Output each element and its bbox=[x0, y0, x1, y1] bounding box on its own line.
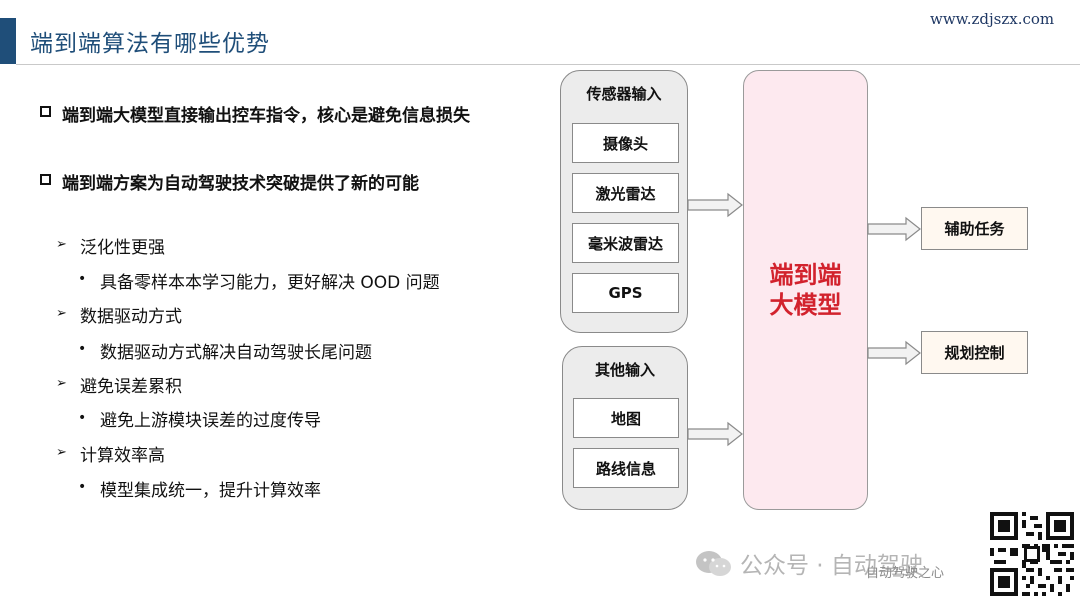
gps-input: GPS bbox=[572, 273, 679, 313]
model-label-line2: 大模型 bbox=[769, 291, 842, 319]
key-point: 端到端方案为自动驾驶技术突破提供了新的可能 bbox=[62, 174, 419, 194]
arrow-bullet-icon: ➢ bbox=[56, 237, 67, 252]
planning-control-output: 规划控制 bbox=[921, 331, 1028, 374]
wechat-icon bbox=[696, 551, 731, 576]
sensor-input-group: 传感器输入 摄像头 激光雷达 毫米波雷达 GPS bbox=[560, 70, 688, 333]
title-divider bbox=[16, 64, 1080, 65]
watermark-text: 公众号 · 自动驾驶 bbox=[740, 553, 923, 579]
advantage-title: 泛化性更强 bbox=[80, 238, 165, 258]
model-to-planning-arrow bbox=[867, 340, 921, 366]
dot-bullet-icon: • bbox=[78, 271, 87, 287]
key-point: 端到端大模型直接输出控车指令，核心是避免信息损失 bbox=[62, 106, 470, 126]
model-label-line1: 端到端 bbox=[769, 261, 842, 289]
advantage-detail: 避免上游模块误差的过度传导 bbox=[100, 411, 321, 431]
dot-bullet-icon: • bbox=[78, 410, 87, 426]
advantage-title: 数据驱动方式 bbox=[80, 307, 182, 327]
model-to-aux-arrow bbox=[867, 216, 921, 242]
advantage-detail: 数据驱动方式解决自动驾驶长尾问题 bbox=[100, 343, 372, 363]
qr-code-icon[interactable] bbox=[990, 512, 1074, 596]
other-group-title: 其他输入 bbox=[594, 361, 655, 379]
sensor-to-model-arrow bbox=[687, 192, 743, 218]
dot-bullet-icon: • bbox=[78, 341, 87, 357]
arrow-bullet-icon: ➢ bbox=[56, 445, 67, 460]
end-to-end-model-box: 端到端 大模型 bbox=[743, 70, 868, 510]
sensor-group-title: 传感器输入 bbox=[586, 85, 662, 103]
map-input: 地图 bbox=[573, 398, 679, 438]
advantage-detail: 具备零样本本学习能力，更好解决 OOD 问题 bbox=[100, 273, 440, 293]
lidar-input: 激光雷达 bbox=[572, 173, 679, 213]
other-input-group: 其他输入 地图 路线信息 bbox=[562, 346, 688, 510]
route-info-input: 路线信息 bbox=[573, 448, 679, 488]
title-accent-bar bbox=[0, 18, 16, 64]
auxiliary-task-output: 辅助任务 bbox=[921, 207, 1028, 250]
dot-bullet-icon: • bbox=[78, 479, 87, 495]
advantage-title: 避免误差累积 bbox=[80, 377, 182, 397]
square-bullet-icon bbox=[40, 106, 51, 117]
advantage-title: 计算效率高 bbox=[80, 446, 165, 466]
other-to-model-arrow bbox=[687, 421, 743, 447]
arrow-bullet-icon: ➢ bbox=[56, 376, 67, 391]
radar-input: 毫米波雷达 bbox=[572, 223, 679, 263]
arrow-bullet-icon: ➢ bbox=[56, 306, 67, 321]
camera-input: 摄像头 bbox=[572, 123, 679, 163]
site-url[interactable]: www.zdjszx.com bbox=[930, 10, 1055, 28]
advantage-detail: 模型集成统一，提升计算效率 bbox=[100, 481, 321, 501]
watermark-subtext: 自动驾驶之心 bbox=[866, 566, 945, 581]
page-title: 端到端算法有哪些优势 bbox=[30, 31, 270, 57]
square-bullet-icon bbox=[40, 174, 51, 185]
